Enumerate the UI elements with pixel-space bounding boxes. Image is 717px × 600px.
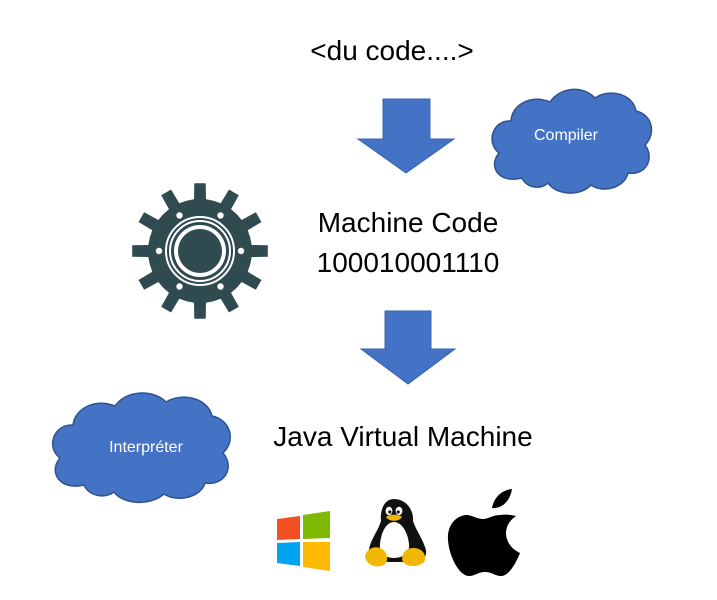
jvm-label: Java Virtual Machine [273, 421, 532, 452]
gear-bolt [176, 283, 183, 290]
gear-icon [132, 183, 268, 319]
arrow-down-1 [356, 98, 456, 174]
arrow-down-2 [359, 310, 457, 385]
machine-code-binary: 100010001110 [317, 247, 500, 278]
compiler-cloud-label: Compiler [534, 127, 599, 144]
machine-code-title: Machine Code [318, 207, 499, 238]
gear-middle-ring [169, 220, 231, 282]
gear-bolt [217, 283, 224, 290]
windows-logo-icon [277, 511, 330, 571]
linux-tux-icon [365, 499, 427, 567]
gear-hole [178, 229, 222, 273]
gear-bolt [176, 212, 183, 219]
compiler-cloud: Compiler [491, 88, 653, 194]
interpreter-cloud-label: Interpréter [109, 439, 183, 456]
gear-bolt [155, 247, 163, 255]
gear-bolt [217, 212, 224, 219]
source-code-label: <du code....> [310, 35, 473, 66]
gear-bolt [237, 247, 245, 255]
gear-outer-ring [165, 216, 235, 286]
interpreter-cloud: Interpréter [51, 392, 231, 504]
apple-logo-icon [447, 489, 520, 576]
